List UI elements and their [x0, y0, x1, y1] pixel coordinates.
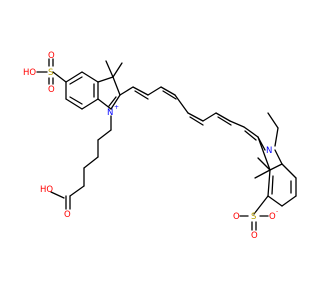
atom-label-indolium-n: N	[107, 108, 113, 118]
atom-label-carboxylic-ho: HO	[40, 185, 53, 195]
atom-label-sulfonate-o-bottom: O	[251, 231, 258, 241]
atom-label-sulfonate-charge: -	[276, 208, 278, 215]
skeleton-bonds	[36, 58, 297, 231]
atom-label-sulfonate-s: S	[251, 212, 256, 222]
atom-label-indolium-charge: +	[114, 104, 119, 111]
atom-label-indoline-n: N	[266, 146, 272, 156]
atom-label-sulfonic-ho: HO	[23, 68, 36, 78]
atom-label-sulfonic-o-top: O	[48, 51, 55, 61]
atom-label-sulfonic-s: S	[48, 68, 53, 78]
atom-label-sulfonic-o-bottom: O	[48, 85, 55, 95]
atom-label-sulfonate-o-left: O	[233, 212, 240, 222]
atom-label-sulfonate-o-right: O	[269, 212, 276, 222]
atom-labels: HO S O O N + HO O N O S O - O	[23, 51, 278, 241]
atom-label-carboxylic-o: O	[64, 210, 71, 220]
molecule-structure: HO S O O N + HO O N O S O - O	[23, 51, 297, 241]
